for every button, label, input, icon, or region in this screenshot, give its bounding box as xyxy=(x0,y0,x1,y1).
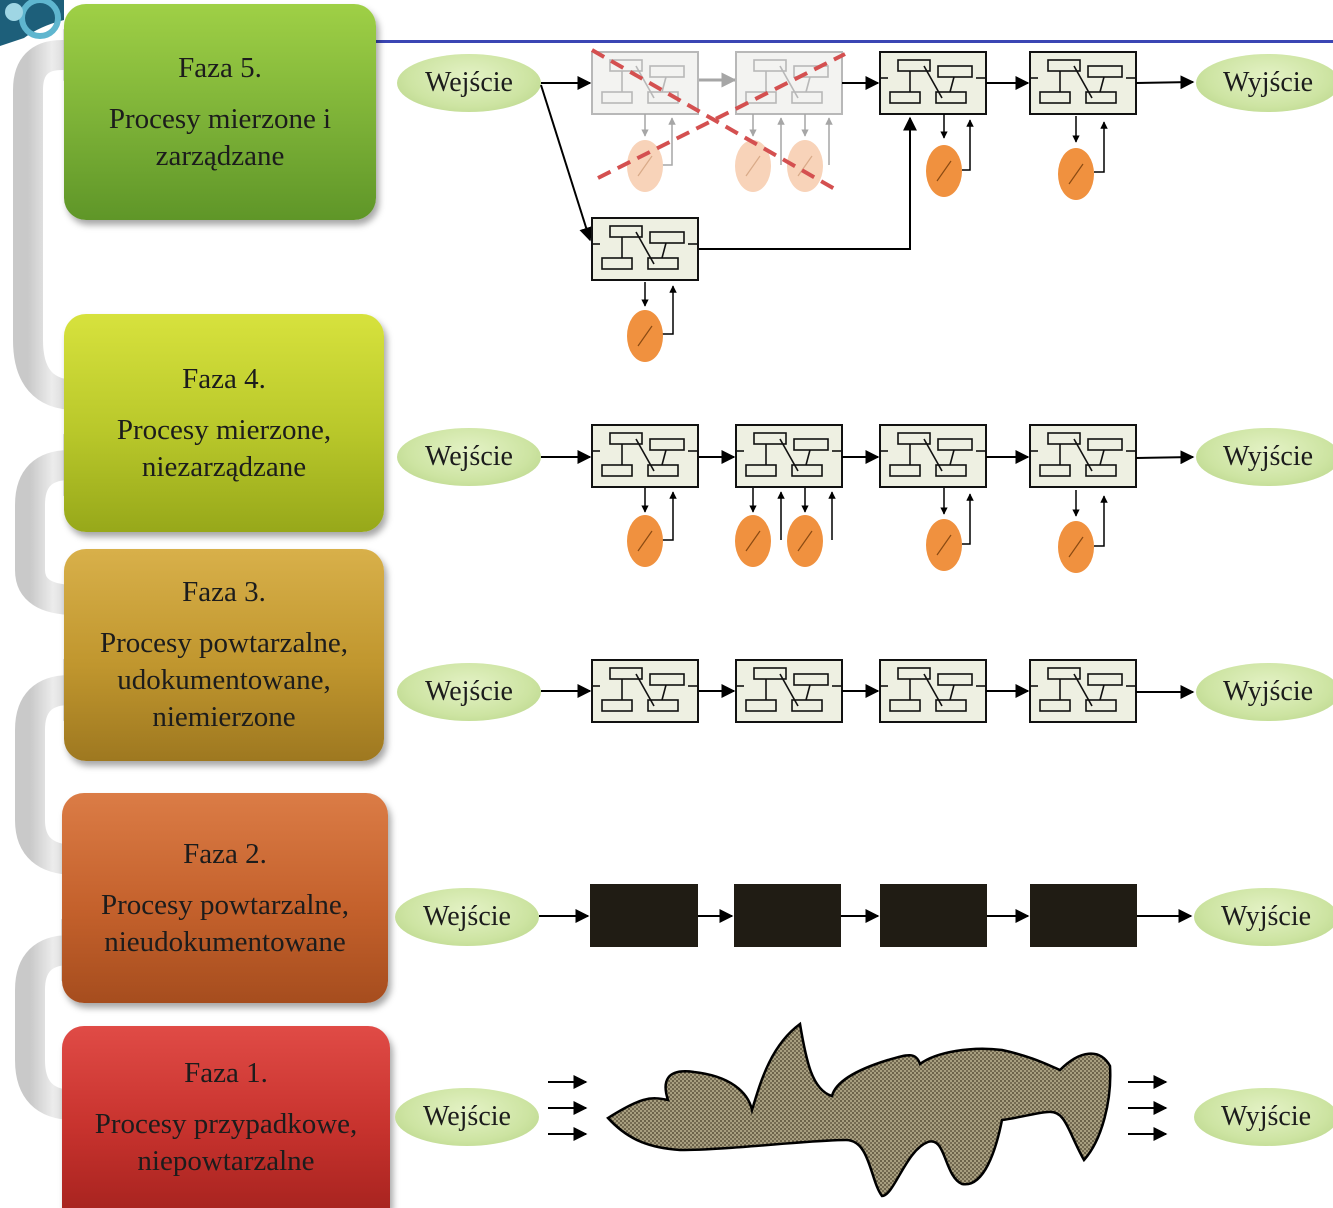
phase2-row xyxy=(539,884,1193,947)
phase5-output-pill: Wyjście xyxy=(1196,54,1333,112)
phase4-input-pill: Wejście xyxy=(397,428,541,486)
phase1-output-arrows xyxy=(1128,1075,1168,1141)
phase-5-box: Faza 5. Procesy mierzone i zarządzane xyxy=(64,4,376,220)
phase4-process-box-1 xyxy=(591,424,699,488)
phase1-output-pill: Wyjście xyxy=(1194,1088,1333,1146)
phase3-input-pill: Wejście xyxy=(397,663,541,721)
phase-1-subtitle: Procesy przypadkowe, niepowtarzalne xyxy=(94,1107,358,1177)
phase-2-subtitle: Procesy powtarzalne, nieudokumentowane xyxy=(100,888,349,958)
phase4-gauge-2b xyxy=(786,514,824,568)
phase4-gauge-3 xyxy=(925,518,963,572)
connector-3-2 xyxy=(15,675,77,875)
phase4-gauge-1 xyxy=(626,514,664,568)
phase3-row xyxy=(541,659,1195,723)
phase5-process-box-4 xyxy=(1029,51,1137,115)
phase1-row xyxy=(548,1021,1168,1198)
phase-5-subtitle: Procesy mierzone i zarządzane xyxy=(108,102,332,172)
phase5-process-box-removed-1 xyxy=(591,51,699,115)
phase5-new-process-box xyxy=(591,217,699,281)
phase2-black-box-4 xyxy=(1030,884,1137,947)
phase1-chaotic-blob xyxy=(606,1021,1112,1198)
phase5-row xyxy=(540,48,1195,363)
phase3-process-box-2 xyxy=(735,659,843,723)
phase3-process-box-4 xyxy=(1029,659,1137,723)
phase4-gauge-2a xyxy=(734,514,772,568)
phase2-input-pill: Wejście xyxy=(395,888,539,946)
phase4-process-box-4 xyxy=(1029,424,1137,488)
connector-4-3 xyxy=(15,450,77,615)
phase-2-title: Faza 2. xyxy=(183,837,267,870)
phase-1-title: Faza 1. xyxy=(184,1056,268,1089)
phase-4-title: Faza 4. xyxy=(182,362,266,395)
phase4-row xyxy=(541,424,1195,574)
phase-3-box: Faza 3. Procesy powtarzalne, udokumentow… xyxy=(64,549,384,761)
header-rule xyxy=(330,40,1333,43)
phase1-input-arrows xyxy=(548,1075,588,1141)
phase2-black-box-3 xyxy=(880,884,987,947)
phase3-process-box-3 xyxy=(879,659,987,723)
phase4-process-box-3 xyxy=(879,424,987,488)
phase3-output-pill: Wyjście xyxy=(1196,663,1333,721)
phase-4-subtitle: Procesy mierzone, niezarządzane xyxy=(116,413,332,483)
phase5-cross-out xyxy=(591,48,846,194)
phase5-process-box-removed-2 xyxy=(735,51,843,115)
phase-3-title: Faza 3. xyxy=(182,576,266,608)
phase2-black-box-2 xyxy=(734,884,841,947)
phase2-output-pill: Wyjście xyxy=(1194,888,1333,946)
phase5-new-gauge xyxy=(626,309,664,363)
phase-2-box: Faza 2. Procesy powtarzalne, nieudokumen… xyxy=(62,793,388,1003)
phase1-input-pill: Wejście xyxy=(395,1088,539,1146)
phase3-process-box-1 xyxy=(591,659,699,723)
phase-3-subtitle: Procesy powtarzalne, udokumentowane, nie… xyxy=(99,627,348,733)
connector-2-1 xyxy=(14,935,76,1120)
connector-5-4 xyxy=(13,40,77,410)
phase-5-title: Faza 5. xyxy=(178,51,262,84)
phase5-process-box-3 xyxy=(879,51,987,115)
phase5-gauge-4 xyxy=(1057,147,1095,201)
phase-4-box: Faza 4. Procesy mierzone, niezarządzane xyxy=(64,314,384,532)
phase4-gauge-4 xyxy=(1057,520,1095,574)
phase4-process-box-2 xyxy=(735,424,843,488)
phase5-input-pill: Wejście xyxy=(397,54,541,112)
phase4-output-pill: Wyjście xyxy=(1196,428,1333,486)
logo-icon xyxy=(0,0,64,46)
phase2-black-box-1 xyxy=(590,884,698,947)
phase-1-box: Faza 1. Procesy przypadkowe, niepowtarza… xyxy=(62,1026,390,1208)
phase5-gauge-3 xyxy=(925,144,963,198)
